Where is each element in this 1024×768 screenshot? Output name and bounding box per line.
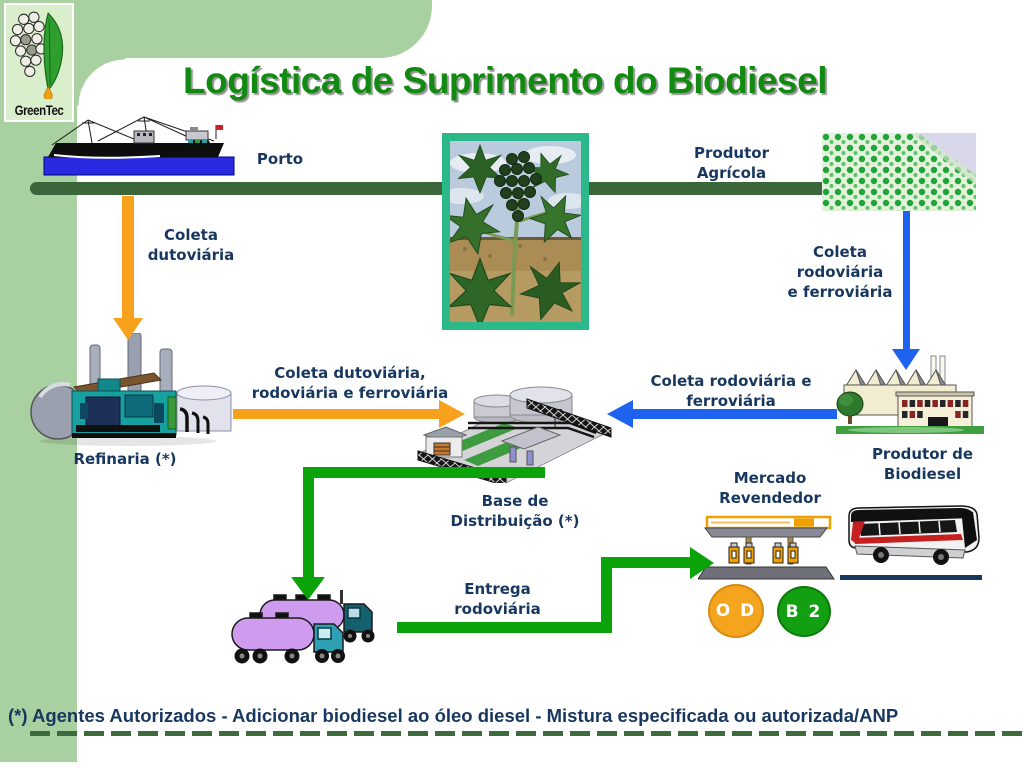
arrow-base-to-truck-head [291, 577, 325, 600]
refinery-icon [30, 333, 232, 446]
arrow-field-to-producer [903, 211, 910, 349]
arrow-truck-to-market-upper [601, 557, 690, 568]
gas-station-icon [698, 515, 835, 580]
cargo-ship-icon [43, 116, 235, 176]
distribution-base-icon [417, 386, 612, 483]
greentec-leaf-icon [9, 11, 64, 101]
badge-oleo-diesel: O D [708, 584, 764, 638]
tanker-truck-icon [231, 590, 375, 664]
label-coleta-rodo-e-ferro: Coleta rodoviária e ferroviária [650, 372, 812, 410]
label-mercado-revendedor: Mercado Revendedor [719, 469, 821, 507]
label-refinaria: Refinaria (*) [73, 450, 177, 468]
crop-field-icon [822, 133, 976, 211]
arrow-base-to-truck-horizontal [303, 467, 545, 478]
logo-text: GreenTec [14, 102, 64, 118]
left-green-band [0, 0, 77, 762]
arrow-producer-to-base [633, 409, 837, 419]
label-coleta-rodoviaria-ferroviaria: Coleta rodoviária e ferroviária [787, 243, 893, 301]
arrow-truck-to-market-head [690, 547, 714, 579]
bottom-dashed-rule [30, 731, 1024, 736]
greentec-logo: GreenTec [4, 3, 74, 122]
label-entrega-rodoviaria: Entrega rodoviária [454, 580, 541, 618]
label-base-distribuicao: Base de Distribuição (*) [450, 492, 580, 530]
rounded-corner [77, 58, 125, 106]
page-title: Logística de Suprimento do Biodiesel [183, 60, 827, 101]
label-produtor-agricola: Produtor Agrícola [694, 144, 769, 182]
label-coleta-dutoviaria: Coleta dutoviária [147, 226, 235, 264]
badge-b2: B 2 [777, 586, 831, 637]
arrow-producer-to-base-head [607, 400, 633, 428]
footnote: (*) Agentes Autorizados - Adicionar biod… [8, 705, 899, 726]
bus-icon [848, 505, 980, 565]
bus-underline [840, 575, 982, 580]
arrow-port-to-refinery [122, 196, 134, 318]
label-porto: Porto [256, 150, 304, 168]
label-coleta-duto-rodo-ferro: Coleta dutoviária, rodoviária e ferroviá… [251, 364, 449, 402]
label-produtor-biodiesel: Produtor de Biodiesel [871, 445, 974, 483]
arrow-field-to-producer-head [892, 349, 920, 370]
arrow-truck-to-market-vertical [601, 557, 612, 633]
castor-plant-photo [440, 133, 589, 330]
arrow-truck-to-market-lower [397, 622, 612, 633]
arrow-port-to-refinery-head [113, 318, 143, 340]
biodiesel-plant-icon [836, 355, 984, 434]
arrow-refinery-to-base [233, 409, 439, 419]
road-bar [30, 182, 822, 195]
arrow-base-to-truck-vertical [303, 467, 314, 577]
arrow-refinery-to-base-head [439, 400, 465, 428]
